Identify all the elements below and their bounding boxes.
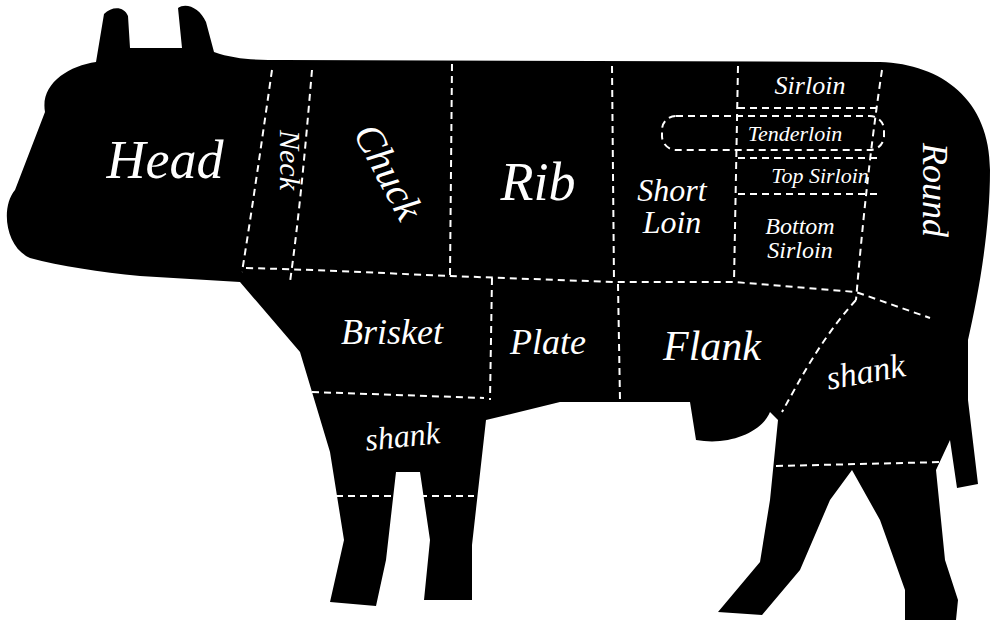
- cut-label: Round: [917, 143, 953, 237]
- cut-label: Brisket: [341, 314, 443, 350]
- cut-label: Flank: [663, 325, 761, 367]
- cut-label: shank: [363, 416, 441, 456]
- cow-body: [7, 6, 990, 620]
- cut-label: Tenderloin: [748, 123, 843, 145]
- cut-label: Short Loin: [622, 174, 722, 238]
- cut-label: Sirloin: [775, 73, 846, 99]
- cut-lines: [242, 64, 944, 496]
- cut-label: Neck: [275, 130, 305, 190]
- cut-label: Rib: [501, 155, 576, 209]
- cut-label: Top Sirloin: [771, 165, 869, 187]
- cut-label: Bottom Sirloin: [740, 214, 860, 262]
- cut-label: Plate: [510, 324, 586, 360]
- cut-label: Head: [107, 133, 224, 187]
